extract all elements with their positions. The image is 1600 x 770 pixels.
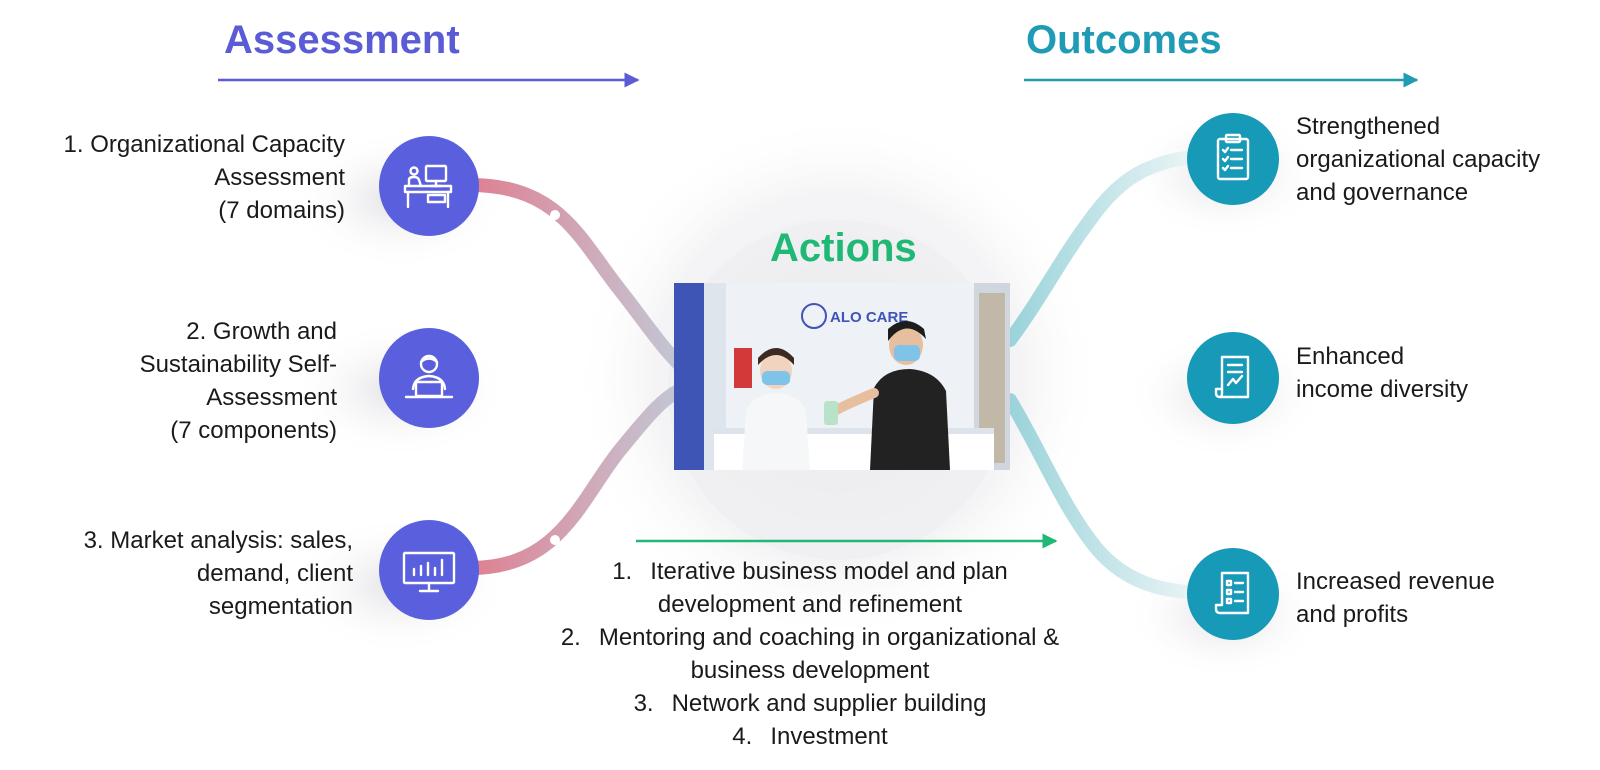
connector-right-1	[1003, 151, 1192, 347]
assessment-item-2: 2. Growth and Sustainability Self- Asses…	[10, 315, 337, 447]
action-item-3-line-1: Network and supplier building	[671, 690, 987, 717]
outcome-item-3-line-1: Increased revenue	[1296, 568, 1495, 595]
node-dot-right-1	[1103, 211, 1113, 221]
action-item-1: 1. Iterative business model and plan deve…	[500, 555, 1120, 621]
customer-figure	[829, 321, 950, 470]
action-item-1-line-2: development and refinement	[657, 591, 963, 618]
node-dot-right-3	[1103, 533, 1113, 543]
action-item-4-number: 4.	[732, 723, 753, 750]
action-item-1-number: 1.	[612, 558, 633, 585]
assessment-item-2-line-2: Sustainability Self-	[139, 351, 337, 378]
assessment-item-3: 3. Market analysis: sales, demand, clien…	[10, 524, 353, 623]
monitor-chart-icon	[379, 520, 479, 620]
document-chart-icon	[1187, 332, 1279, 424]
alo-care-logo: ALO CARE	[801, 303, 908, 329]
action-item-3-number: 3.	[633, 690, 654, 717]
action-item-2: 2. Mentoring and coaching in organization…	[500, 621, 1120, 687]
person-laptop-icon	[379, 328, 479, 428]
action-item-1-line-1: Iterative business model and plan	[650, 558, 1008, 585]
action-item-4: 4. Investment	[500, 720, 1120, 753]
outcome-item-1-line-3: and governance	[1296, 179, 1469, 206]
connector-right-3	[1003, 393, 1197, 599]
actions-list: 1. Iterative business model and plan deve…	[500, 555, 1120, 753]
assessment-item-2-line-3: Assessment	[206, 384, 337, 411]
assessment-item-3-line-1: 3. Market analysis: sales,	[83, 527, 353, 554]
node-dot-left-2	[550, 373, 560, 383]
assessment-item-1: 1. Organizational Capacity Assessment (7…	[10, 128, 345, 227]
assessment-item-2-line-4: (7 components)	[170, 417, 337, 444]
connector-left-1	[463, 178, 687, 372]
assessment-item-1-line-2: Assessment	[214, 164, 345, 191]
outcome-item-2: Enhanced income diversity	[1296, 340, 1596, 406]
actions-heading: Actions	[770, 226, 917, 270]
outcome-item-1: Strengthened organizational capacity and…	[1296, 110, 1596, 209]
pharmacist-figure	[742, 348, 810, 470]
action-item-2-line-2: business development	[690, 657, 930, 684]
desk-computer-icon	[379, 136, 479, 236]
assessment-item-1-line-3: (7 domains)	[218, 197, 345, 224]
node-dot-left-1	[550, 210, 560, 220]
outcome-item-3: Increased revenue and profits	[1296, 565, 1596, 631]
outcomes-heading: Outcomes	[1026, 18, 1222, 62]
outcome-item-1-line-2: organizational capacity	[1296, 146, 1541, 173]
assessment-item-2-line-1: 2. Growth and	[186, 318, 337, 345]
outcome-item-2-line-2: income diversity	[1296, 376, 1469, 403]
node-dot-right-2	[1103, 373, 1113, 383]
assessment-heading: Assessment	[224, 18, 460, 62]
node-dot-left-3	[550, 535, 560, 545]
assessment-item-3-line-2: demand, client	[196, 560, 353, 587]
assessment-item-1-line-1: 1. Organizational Capacity	[63, 131, 345, 158]
action-item-3: 3. Network and supplier building	[500, 687, 1120, 720]
action-item-2-number: 2.	[560, 624, 581, 651]
outcome-item-1-line-1: Strengthened	[1296, 113, 1441, 140]
photo-sign-text: ALO CARE	[830, 309, 908, 326]
assessment-item-3-line-3: segmentation	[208, 593, 353, 620]
receipt-list-icon	[1187, 548, 1279, 640]
clinic-photo: ALO CARE	[674, 283, 1010, 470]
checklist-clipboard-icon	[1187, 113, 1279, 205]
action-item-4-line-1: Investment	[770, 723, 888, 750]
action-item-2-line-1: Mentoring and coaching in organizational…	[598, 624, 1060, 651]
outcome-item-2-line-1: Enhanced	[1296, 343, 1405, 370]
connector-left-3	[463, 383, 687, 575]
outcome-item-3-line-2: and profits	[1296, 601, 1409, 628]
